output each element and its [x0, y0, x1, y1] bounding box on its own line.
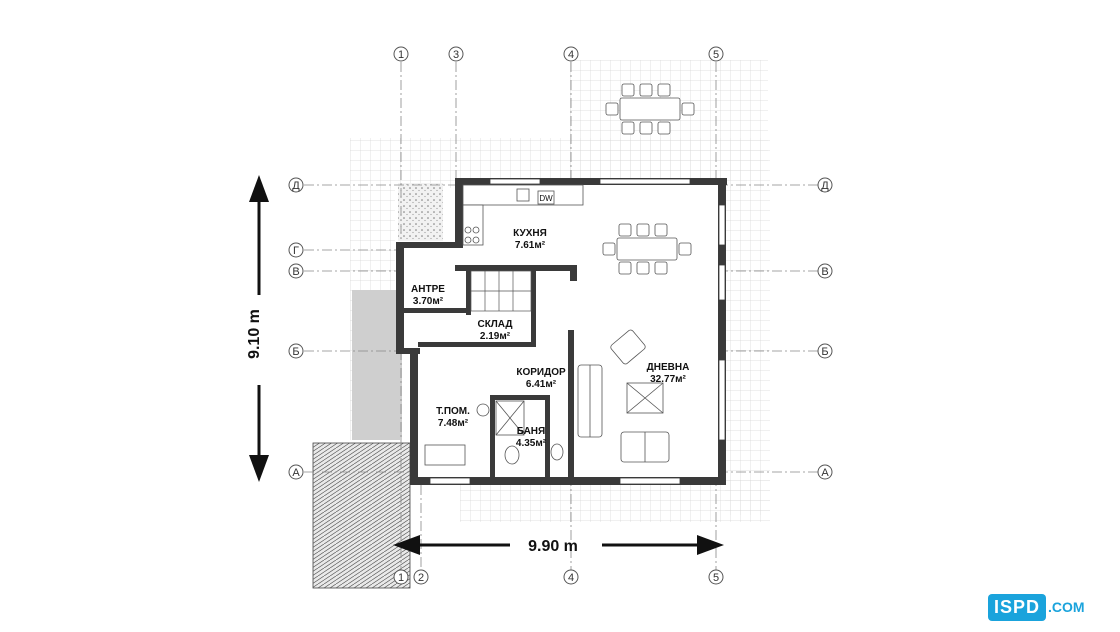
svg-text:5: 5 — [713, 49, 719, 61]
room-name-kitchen: КУХНЯ — [513, 228, 547, 239]
walls — [396, 178, 727, 485]
svg-text:В: В — [292, 266, 299, 278]
axis-markers: 1 3 4 5 1 2 4 5 Д Г В Б А Д В Б А — [288, 46, 833, 585]
room-area-corridor: 6.41м² — [526, 379, 557, 390]
svg-text:Д: Д — [292, 180, 300, 192]
axis-bottom-5: 5 — [708, 569, 724, 585]
axis-left-b: Б — [288, 343, 304, 359]
room-area-sklad: 2.19м² — [480, 331, 511, 342]
axis-bottom-4: 4 — [563, 569, 579, 585]
room-area-living: 32.77м² — [650, 374, 686, 385]
room-area-antre: 3.70м² — [413, 296, 444, 307]
svg-text:1: 1 — [398, 572, 404, 584]
svg-text:4: 4 — [568, 49, 574, 61]
house-footprint — [400, 181, 725, 484]
svg-text:5: 5 — [713, 572, 719, 584]
ramp-area — [352, 290, 402, 440]
dimension-height-label: 9.10 m — [246, 309, 263, 359]
dimension-vertical: 9.10 m — [246, 175, 269, 482]
axis-top-5: 5 — [708, 46, 724, 62]
svg-text:1: 1 — [398, 49, 404, 61]
logo-brand: ISPD — [988, 593, 1047, 621]
axis-top-4: 4 — [563, 46, 579, 62]
svg-text:В: В — [821, 266, 828, 278]
kitchen-counter — [462, 184, 584, 246]
gravel-area — [398, 183, 443, 241]
bathroom-fixtures — [424, 400, 564, 466]
paving-area — [312, 442, 411, 589]
room-labels: КУХНЯ 7.61м² АНТРЕ 3.70м² СКЛАД 2.19м² К… — [411, 228, 689, 449]
living-furniture — [577, 329, 670, 463]
room-name-antre: АНТРЕ — [411, 284, 445, 295]
room-name-living: ДНЕВНА — [647, 362, 690, 373]
axis-left-v: В — [288, 263, 304, 279]
room-area-tech: 7.48м² — [438, 418, 469, 429]
axis-right-b: Б — [817, 343, 833, 359]
axis-left-d: Д — [288, 177, 304, 193]
room-area-kitchen: 7.61м² — [515, 240, 546, 251]
svg-text:А: А — [821, 467, 829, 479]
stairs — [470, 270, 532, 312]
dining-table-indoor — [602, 223, 692, 275]
room-name-sklad: СКЛАД — [477, 319, 512, 330]
axis-right-v: В — [817, 263, 833, 279]
ispd-logo: ISPD .COM — [988, 590, 1112, 624]
svg-text:Д: Д — [821, 180, 829, 192]
axis-top-1: 1 — [393, 46, 409, 62]
svg-text:Б: Б — [821, 346, 828, 358]
room-area-bathroom: 4.35м² — [516, 438, 547, 449]
room-name-bathroom: БАНЯ — [517, 426, 545, 437]
svg-text:2: 2 — [418, 572, 424, 584]
room-name-corridor: КОРИДОР — [516, 367, 566, 378]
terrace-tiles — [350, 60, 770, 522]
dimension-width-label: 9.90 m — [528, 538, 578, 555]
windows — [429, 178, 726, 485]
dishwasher-label: DW — [539, 194, 553, 203]
svg-text:3: 3 — [453, 49, 459, 61]
axis-left-a: А — [288, 464, 304, 480]
logo-suffix: .COM — [1048, 599, 1085, 615]
axis-right-a: А — [817, 464, 833, 480]
svg-text:А: А — [292, 467, 300, 479]
axis-bottom-2: 2 — [413, 569, 429, 585]
axis-top-3: 3 — [448, 46, 464, 62]
dining-table-outdoor — [605, 83, 695, 135]
svg-text:Б: Б — [292, 346, 299, 358]
svg-text:4: 4 — [568, 572, 574, 584]
axis-bottom-1: 1 — [393, 569, 409, 585]
dimension-horizontal: 9.90 m — [393, 535, 724, 555]
room-name-tech: Т.ПОМ. — [436, 406, 470, 417]
svg-text:Г: Г — [293, 245, 299, 257]
axis-right-d: Д — [817, 177, 833, 193]
axis-left-g: Г — [288, 242, 304, 258]
